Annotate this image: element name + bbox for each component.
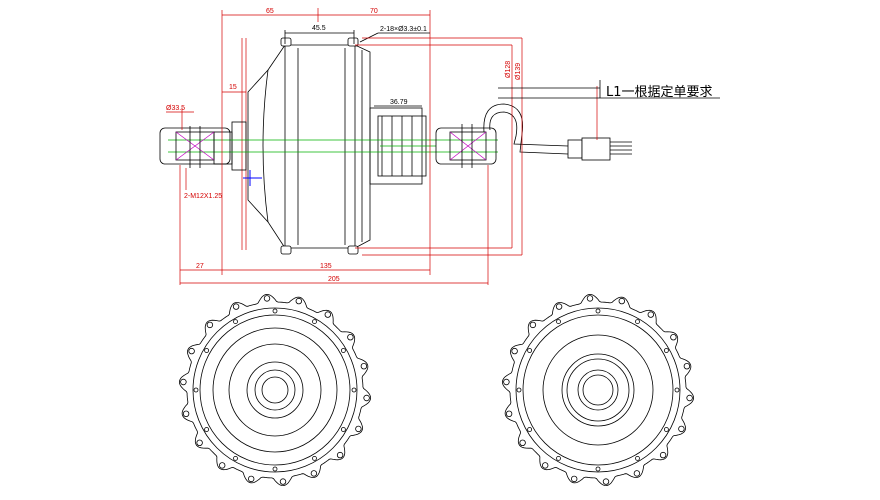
cover-screw-hole (193, 387, 199, 393)
bolt-hole (188, 347, 195, 355)
bolt-hole (279, 478, 287, 485)
dim-thread: 2-M12X1.25 (184, 193, 222, 200)
cover-screw-hole (556, 455, 561, 461)
dim-dia-128: Ø128 (505, 61, 512, 78)
end-view-right (501, 293, 695, 487)
cover-screw-hole (664, 427, 669, 432)
bolt-hole (529, 321, 537, 329)
cable-length-note: L1一根据定单要求 (606, 85, 713, 100)
cover-screw-hole (272, 466, 278, 472)
dim-hole-spec: 2-18×Ø3.3±0.1 (380, 26, 427, 33)
bolt-hole (263, 295, 271, 302)
bolt-hole (683, 363, 691, 370)
bolt-hole (247, 475, 255, 483)
bolt-hole (647, 311, 654, 318)
cover-screw-hole (556, 319, 561, 325)
motor-cable (489, 111, 569, 147)
bolt-hole (678, 425, 685, 433)
bolt-hole (602, 478, 610, 485)
cover-screw-hole (674, 387, 680, 393)
dim-65: 65 (266, 8, 274, 15)
bolt-hole (503, 378, 510, 386)
bolt-hole (347, 334, 354, 341)
cover-screw-hole (272, 308, 278, 314)
bolt-hole (310, 470, 318, 477)
cover-screw-hole (351, 387, 357, 393)
dim-27: 27 (196, 263, 204, 270)
cover-screw-hole (340, 427, 346, 432)
cover-screw-hole (312, 319, 317, 325)
cover-screw-hole (595, 308, 601, 314)
bolt-hole (511, 347, 518, 355)
bolt-hole (363, 394, 370, 402)
cover-screw-hole (664, 348, 669, 353)
bolt-hole (505, 410, 513, 417)
cover-screw-hole (635, 455, 640, 461)
dim-45-5: 45.5 (312, 25, 326, 32)
dim-205: 205 (328, 276, 340, 283)
bolt-hole (586, 295, 594, 302)
bolt-hole (180, 378, 187, 386)
dim-33-5: Ø33.5 (166, 105, 185, 112)
bolt-hole (571, 475, 578, 483)
motor-housing (262, 44, 371, 249)
cover-screw-hole (595, 466, 601, 472)
bolt-hole (542, 462, 549, 469)
bolt-hole (633, 470, 641, 477)
end-view-left (178, 293, 372, 487)
dim-36-79: 36.79 (390, 99, 408, 106)
bolt-hole (670, 334, 677, 341)
bolt-hole (206, 321, 214, 329)
cover-screw-hole (635, 319, 640, 325)
cover-screw-hole (516, 387, 522, 393)
bolt-hole (218, 462, 226, 469)
cover-screw-hole (312, 455, 317, 461)
dim-15: 15 (229, 84, 237, 91)
bolt-hole (355, 425, 362, 433)
cover-screw-hole (527, 427, 532, 432)
bolt-hole (232, 303, 240, 310)
bolt-hole (555, 303, 563, 310)
cover-screw-hole (204, 348, 210, 353)
bolt-hole (659, 451, 667, 459)
dim-dia-139: Ø139 (515, 63, 522, 80)
bolt-hole (182, 410, 190, 417)
cover-screw-hole (204, 427, 210, 432)
cover-screw-hole (340, 348, 346, 353)
dim-135: 135 (320, 263, 332, 270)
bolt-hole (324, 311, 331, 318)
cover-screw-hole (527, 348, 532, 353)
dim-70: 70 (370, 8, 378, 15)
bolt-hole (336, 451, 344, 459)
side-view: 65 70 45.5 2-18×Ø3.3±0.1 15 36.79 Ø33.5 … (159, 8, 720, 285)
bolt-hole (196, 439, 203, 446)
bolt-hole (686, 394, 693, 402)
bolt-hole (360, 363, 368, 370)
bolt-hole (618, 297, 625, 305)
bolt-hole (295, 297, 302, 305)
bolt-hole (519, 439, 526, 446)
cover-screw-hole (233, 455, 238, 461)
cover-screw-hole (233, 319, 238, 325)
